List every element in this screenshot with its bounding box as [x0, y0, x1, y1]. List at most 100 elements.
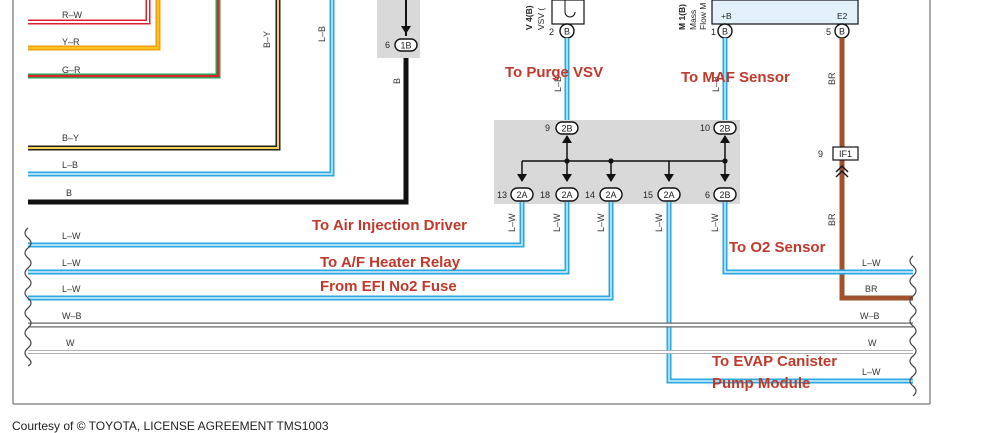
vertical-wire-label: L–B — [711, 76, 721, 92]
connector-pin-number: 18 — [540, 190, 550, 200]
vertical-wire-label: BR — [827, 72, 837, 85]
connector-oval — [555, 187, 579, 202]
wire-l-w-o2 — [722, 202, 913, 275]
connector-pin-number: 13 — [497, 190, 507, 200]
left-wire-label: L–B — [62, 160, 78, 170]
annotation-purge-vsv: To Purge VSV — [505, 64, 603, 81]
connector-pin-number: 1 — [711, 27, 716, 37]
connector-code: IF1 — [839, 149, 852, 159]
connector-oval — [599, 187, 623, 202]
left-wire-label: G–R — [62, 65, 81, 75]
maf-label: Mass — [688, 10, 698, 30]
vsv-component — [551, 0, 585, 25]
connector-oval — [713, 187, 737, 202]
maf-pin-label: E2 — [837, 11, 848, 21]
connector-oval — [510, 187, 534, 202]
connector-code: 2B — [561, 124, 572, 134]
vertical-wire-label: B–Y — [262, 31, 272, 48]
annotation-maf-sensor: To MAF Sensor — [681, 69, 790, 86]
left-wire-label: B — [66, 188, 72, 198]
connector-code: B — [722, 27, 728, 37]
bottom-wire-label: L–W — [62, 284, 81, 294]
wire-b-y — [28, 0, 281, 151]
connector-pin-number: 14 — [585, 190, 595, 200]
wire-l-b — [28, 0, 335, 177]
connector-code: 1B — [400, 41, 411, 51]
connector-pin-number: 6 — [385, 40, 390, 50]
annotation-af-heater: To A/F Heater Relay — [320, 254, 461, 271]
left-wire-label: B–Y — [62, 133, 79, 143]
vertical-wire-label: L–W — [552, 213, 562, 232]
right-wire-label: W–B — [860, 311, 880, 321]
vertical-wire-label: L–W — [507, 213, 517, 232]
connector-pin-number: 9 — [545, 123, 550, 133]
vertical-wire-label: B — [392, 78, 402, 84]
connector-code: 2A — [516, 190, 527, 200]
vertical-wire-label: L–W — [710, 213, 720, 232]
connector-if1 — [832, 146, 859, 161]
maf-label: M 1(B) — [677, 4, 687, 30]
arrow-down-icon — [401, 26, 411, 34]
bottom-wire-label: W — [66, 338, 75, 348]
connector-code: 2A — [663, 190, 674, 200]
connector-pin-number: 5 — [826, 27, 831, 37]
break-mark-right — [909, 255, 917, 397]
connector-code: B — [839, 27, 845, 37]
wire-g-r — [28, 0, 221, 79]
maf-pin-label: +B — [721, 11, 732, 21]
vertical-wire-label: L–W — [596, 213, 606, 232]
wire-l-w-af-heater — [28, 202, 570, 275]
coil-icon — [564, 0, 576, 18]
wire-b — [28, 52, 409, 205]
annotation-evap-line1: To EVAP Canister — [712, 353, 837, 370]
connector-pin-number: 6 — [705, 190, 710, 200]
connector-oval — [394, 38, 418, 52]
connector-code: 2A — [561, 190, 572, 200]
maf-component — [711, 0, 859, 25]
junction-dots — [564, 158, 728, 164]
wire-l-w-air-injection — [28, 202, 525, 248]
copyright-credit: Courtesy of © TOYOTA, LICENSE AGREEMENT … — [12, 419, 329, 433]
connector-oval — [555, 121, 579, 135]
vsv-label: VSV ( — [536, 8, 546, 30]
bottom-wire-label: W–B — [62, 311, 82, 321]
right-wire-label: L–W — [862, 258, 881, 268]
bottom-wire-label: L–W — [62, 231, 81, 241]
connector-oval — [657, 187, 681, 202]
vertical-wire-label: L–B — [317, 26, 327, 42]
junction-arrows — [517, 135, 730, 182]
right-wire-label: BR — [865, 284, 878, 294]
maf-label: Flow M — [698, 3, 708, 30]
wire-l-w-evap — [666, 202, 913, 384]
left-wire-label: R–W — [62, 10, 83, 20]
wire-br — [839, 38, 913, 301]
annotation-evap-line2: Pump Module — [712, 375, 810, 392]
wire-y-r — [28, 0, 161, 51]
break-mark-left — [24, 227, 32, 367]
connector-pin-number: 15 — [643, 190, 653, 200]
vertical-wire-label: L–W — [654, 213, 664, 232]
connector-pin-number: 9 — [818, 149, 823, 159]
connector-pin-number: 2 — [549, 27, 554, 37]
arrow-up-icon — [835, 170, 849, 178]
annotation-o2-sensor: To O2 Sensor — [729, 239, 826, 256]
arrow-up-icon — [835, 165, 849, 173]
connector-code: B — [564, 27, 570, 37]
connector-pin-number: 10 — [700, 123, 710, 133]
connector-oval — [713, 121, 737, 135]
annotation-air-injection: To Air Injection Driver — [312, 217, 467, 234]
right-wire-label: L–W — [862, 367, 881, 377]
right-wire-label: W — [868, 338, 877, 348]
vertical-wire-label: L–B — [553, 76, 563, 92]
wire-l-w-efi-fuse — [28, 202, 614, 301]
connector-code: 2A — [605, 190, 616, 200]
connector-code: 2B — [719, 124, 730, 134]
wire-r-w — [28, 0, 151, 25]
bottom-wire-label: L–W — [62, 258, 81, 268]
vertical-wire-label: BR — [827, 213, 837, 226]
vsv-label: V 4(B) — [524, 5, 534, 30]
connector-code: 2B — [719, 190, 730, 200]
left-wire-label: Y–R — [62, 37, 80, 47]
annotation-efi-fuse: From EFI No2 Fuse — [320, 278, 457, 295]
